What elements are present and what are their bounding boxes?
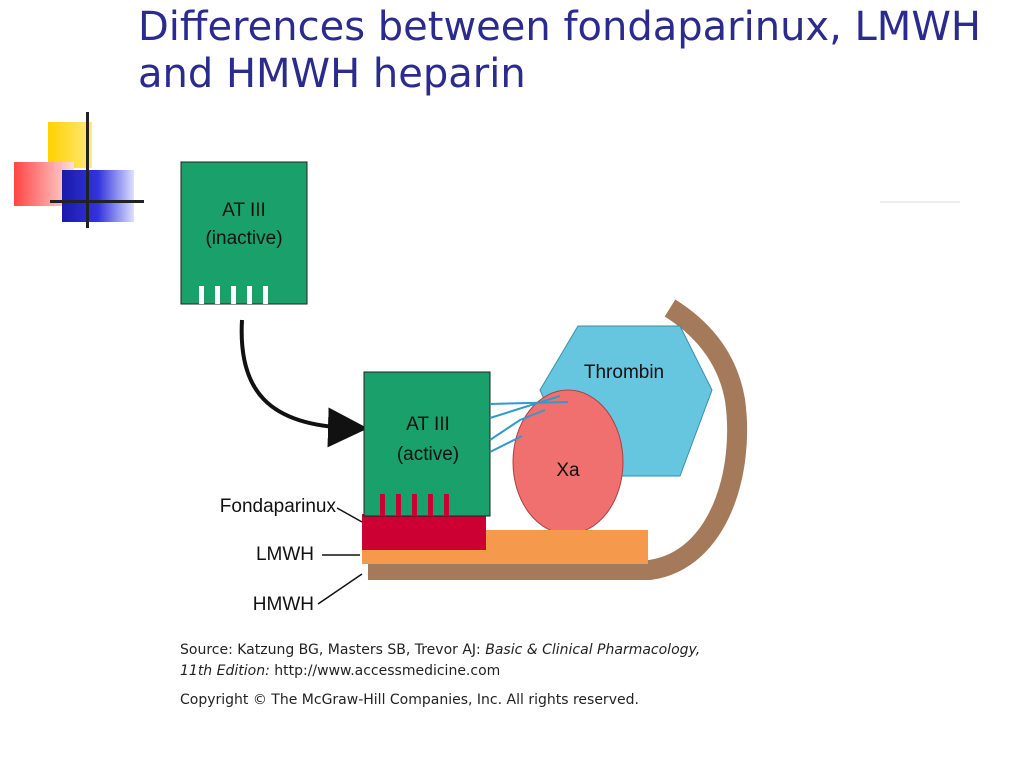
slide-corner-decoration [14,112,144,232]
slide-title: Differences between fondaparinux, LMWH a… [138,4,981,97]
source-prefix: Source: Katzung BG, Masters SB, Trevor A… [180,642,486,658]
source-citation: Source: Katzung BG, Masters SB, Trevor A… [180,640,700,682]
hmwh-chain [368,299,748,580]
binding-lines [489,395,569,453]
fondaparinux-leader [336,507,363,523]
at-iii-inactive-line2: (inactive) [205,228,282,249]
thrombin-label: Thrombin [584,362,664,383]
hmwh-label: HMWH [253,594,314,615]
hmwh-leader [317,573,363,605]
at-iii-active-line1: AT III [406,414,450,435]
at-iii-active-pins [380,494,449,516]
activation-arrow [239,319,368,448]
xa-label: Xa [556,460,580,481]
source-edition: 11th Edition: [180,663,270,679]
at-iii-inactive-line1: AT III [222,200,266,221]
at-iii-inactive-box [180,161,308,305]
fondaparinux-label: Fondaparinux [220,496,337,517]
fondaparinux-block [362,514,486,550]
lmwh-label: LMWH [256,544,314,565]
copyright-notice: Copyright © The McGraw-Hill Companies, I… [180,692,639,708]
at-iii-active-line2: (active) [397,444,459,465]
at-iii-active-box [363,371,491,517]
source-url: http://www.accessmedicine.com [269,663,501,679]
at-iii-inactive-pins [199,286,268,304]
source-book: Basic & Clinical Pharmacology, [485,642,701,658]
